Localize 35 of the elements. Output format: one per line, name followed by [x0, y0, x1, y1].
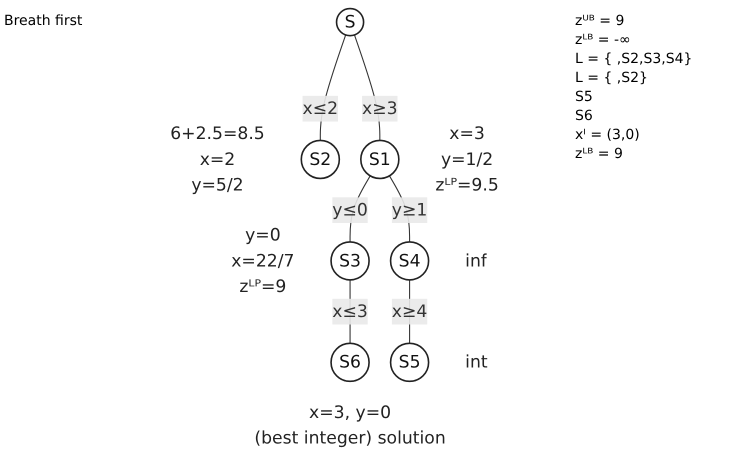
node-circle: S4 — [390, 241, 430, 281]
math-note: S6 — [575, 108, 594, 124]
node-circle: S3 — [330, 241, 370, 281]
edge-label: x≤2 — [302, 98, 338, 118]
math-note: L = { ,S2} — [575, 70, 649, 86]
node-label: y=0 — [245, 224, 281, 245]
node-label: x=2 — [200, 148, 236, 170]
node-circle: S5 — [390, 342, 430, 382]
edge-label: x≥4 — [392, 300, 428, 322]
node-label: zᴸᴾ=9.5 — [435, 174, 499, 195]
node-label: (best integer) solution — [254, 428, 446, 448]
node-label: y=1/2 — [440, 148, 494, 170]
heading-note: Breath first — [4, 13, 84, 29]
edge-label: y≤0 — [332, 199, 368, 220]
node-label: 6+2.5=8.5 — [170, 122, 265, 144]
edge-label: x≤3 — [332, 300, 368, 322]
math-note: xᴵ = (3,0) — [575, 127, 641, 143]
node-circle: S6 — [330, 342, 370, 382]
node-label: y=5/2 — [191, 174, 244, 195]
node-circle: S2 — [300, 140, 340, 180]
math-note: S5 — [575, 89, 594, 105]
node-label: x=22/7 — [231, 250, 294, 271]
node-label: inf — [465, 250, 487, 271]
node-circle: S — [336, 8, 364, 36]
edge-label: x≥3 — [362, 98, 398, 118]
node-label: zᴸᴾ=9 — [239, 276, 286, 296]
math-note: L = { ,S2,S3,S4} — [575, 51, 694, 67]
math-note: zᴸᴮ = 9 — [575, 146, 624, 162]
node-circle: S1 — [360, 140, 400, 180]
math-note: zᵁᴮ = 9 — [575, 13, 626, 29]
node-label: x=3 — [449, 122, 485, 144]
node-label: int — [465, 352, 488, 372]
math-note: zᴸᴮ = -∞ — [575, 32, 632, 48]
node-label: x=3, y=0 — [309, 402, 392, 422]
edge-label: y≥1 — [392, 199, 428, 220]
